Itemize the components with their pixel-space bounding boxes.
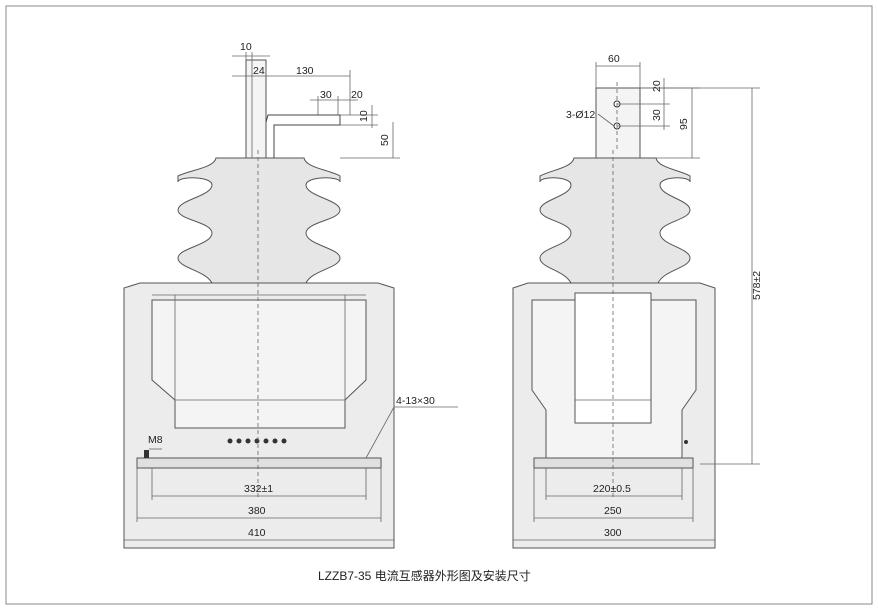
dim-380: 380 xyxy=(248,505,266,517)
holes-label-left: 4-13×30 xyxy=(396,395,435,407)
right-base-plate xyxy=(533,457,694,469)
right-insulator xyxy=(539,157,691,284)
dim-30-right: 30 xyxy=(651,109,663,121)
dim-10-side: 10 xyxy=(358,110,370,122)
dim-410: 410 xyxy=(248,527,266,539)
dim-578: 578±2 xyxy=(751,271,763,300)
dim-20: 20 xyxy=(351,89,363,101)
drawing-border xyxy=(5,5,873,605)
dim-300: 300 xyxy=(604,527,622,539)
dim-250: 250 xyxy=(604,505,622,517)
drawing-caption: LZZB7-35 电流互感器外形图及安装尺寸 xyxy=(318,568,531,583)
right-view: 60 20 30 95 3-Ø12 578±2 220±0.5 250 300 xyxy=(512,53,763,549)
dim-220: 220±0.5 xyxy=(593,483,631,495)
dim-24: 24 xyxy=(253,65,265,77)
earth-bolt xyxy=(144,450,149,458)
left-insulator xyxy=(177,157,341,284)
dim-332: 332±1 xyxy=(244,483,273,495)
dim-60: 60 xyxy=(608,53,620,65)
m8-label: M8 xyxy=(148,434,163,446)
holes-label-right: 3-Ø12 xyxy=(566,109,595,121)
dim-95: 95 xyxy=(678,118,690,130)
dim-30: 30 xyxy=(320,89,332,101)
left-view: M8 10 24 130 30 20 10 50 4-13×30 xyxy=(123,41,458,549)
dim-130: 130 xyxy=(296,65,314,77)
dim-10-top: 10 xyxy=(240,41,252,53)
left-base-plate xyxy=(136,457,382,469)
left-body-window xyxy=(151,299,367,429)
left-terminal-arm xyxy=(265,114,341,158)
dim-20-right: 20 xyxy=(651,80,663,92)
dim-50: 50 xyxy=(379,134,391,146)
left-terminal-post xyxy=(245,59,267,159)
